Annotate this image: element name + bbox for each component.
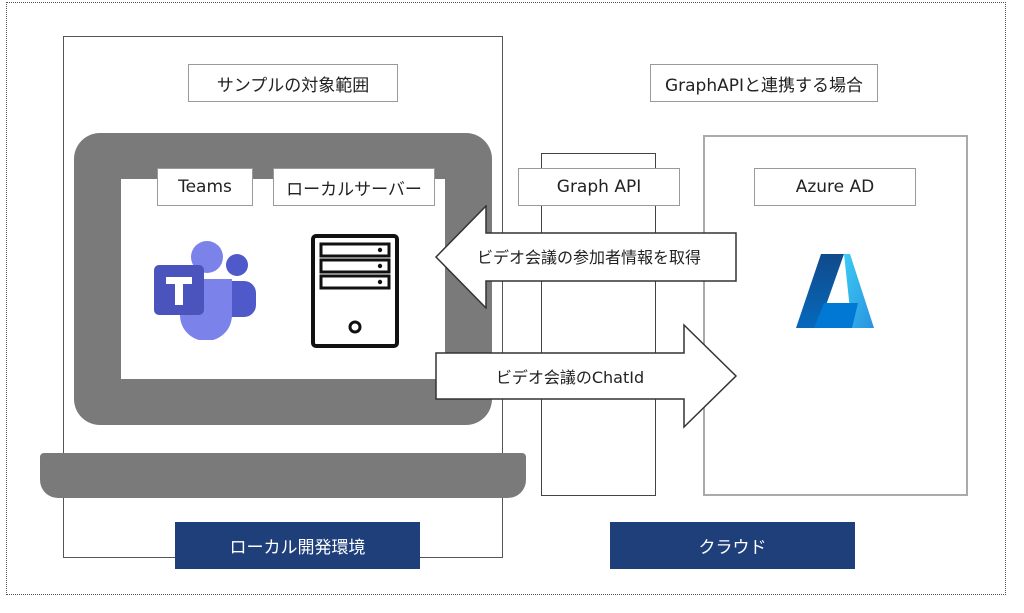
cloud-footer: クラウド bbox=[610, 522, 855, 569]
server-icon bbox=[311, 234, 399, 348]
azure-logo-icon bbox=[796, 254, 874, 328]
arrow-get-participants-label: ビデオ会議の参加者情報を取得 bbox=[476, 248, 701, 267]
azure-ad-label: Azure AD bbox=[754, 168, 916, 206]
graph-scope-label: GraphAPIと連携する場合 bbox=[650, 64, 878, 102]
laptop-base bbox=[40, 453, 526, 498]
local-server-label: ローカルサーバー bbox=[273, 168, 435, 206]
local-env-footer: ローカル開発環境 bbox=[175, 522, 420, 569]
arrow-chat-id-label: ビデオ会議のChatId bbox=[495, 368, 645, 387]
arrow-get-participants bbox=[434, 205, 737, 309]
diagram-frame bbox=[6, 2, 1006, 595]
teams-label: Teams bbox=[157, 168, 253, 206]
graph-api-label: Graph API bbox=[518, 168, 680, 206]
teams-logo-icon bbox=[154, 241, 256, 340]
graph-api-column bbox=[541, 153, 656, 496]
arrow-chat-id bbox=[435, 323, 738, 429]
sample-scope-label: サンプルの対象範囲 bbox=[188, 64, 398, 102]
